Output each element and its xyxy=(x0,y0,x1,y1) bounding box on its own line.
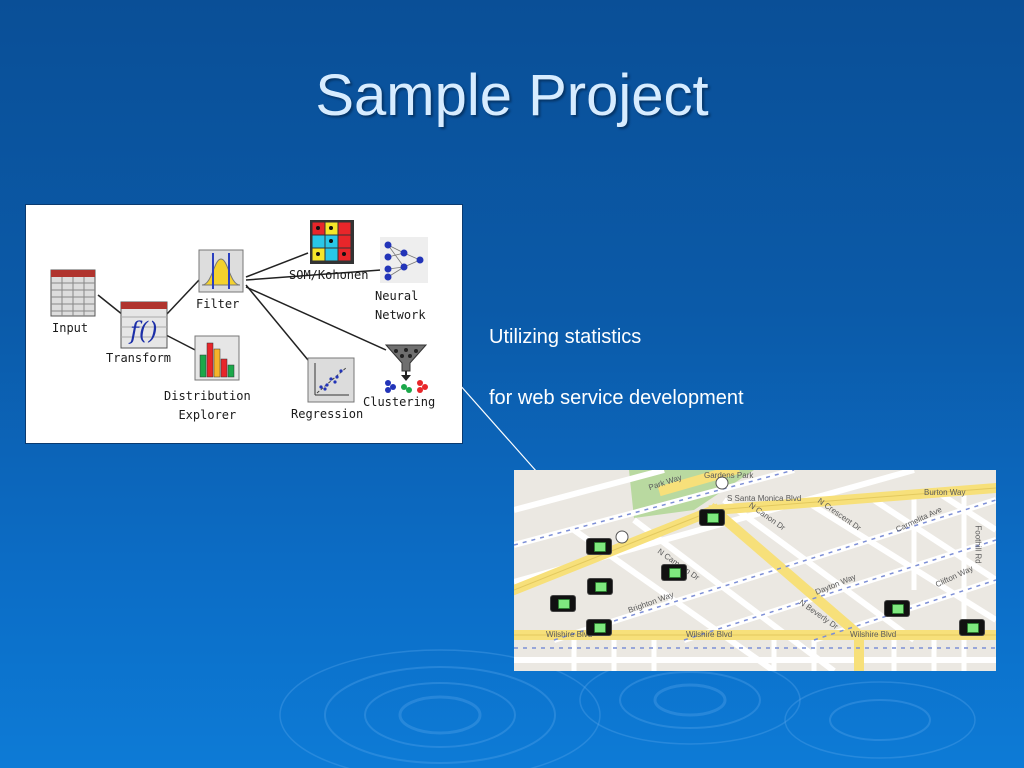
map-label-wilshire-mid: Wilshire Blvd xyxy=(686,630,733,639)
table-icon xyxy=(50,269,96,317)
node-neural-label-line1: Neural xyxy=(375,289,419,303)
map-marker[interactable] xyxy=(588,579,612,594)
workflow-connectors xyxy=(97,252,387,361)
scatter-plot-icon xyxy=(307,357,355,403)
map-marker[interactable] xyxy=(885,601,909,616)
map-marker[interactable] xyxy=(960,620,984,635)
node-transform-label: Transform xyxy=(106,351,172,365)
map-label-gardens-park: Gardens Park xyxy=(704,471,754,480)
bell-curve-icon xyxy=(198,249,244,293)
neural-network-icon xyxy=(380,237,428,283)
node-som-label: SOM/Kohonen xyxy=(289,268,369,282)
slide-title: Sample Project xyxy=(315,63,709,128)
map-marker[interactable] xyxy=(587,620,611,635)
node-filter-label: Filter xyxy=(196,297,240,311)
workflow-diagram: Input f() Transform Filter SOM/Kohonen xyxy=(25,204,463,444)
callout-line xyxy=(458,383,538,473)
node-regression-label: Regression xyxy=(291,407,364,421)
map-marker[interactable] xyxy=(662,565,686,580)
svg-text:f(): f() xyxy=(128,317,158,345)
bar-chart-icon xyxy=(194,335,240,381)
map-label-santa-monica-top: S Santa Monica Blvd xyxy=(727,494,802,503)
map-label-wilshire-left: Wilshire Blvd xyxy=(546,630,593,639)
map-marker[interactable] xyxy=(587,539,611,554)
funnel-icon xyxy=(384,344,428,393)
node-distribution-label: Distribution Explorer xyxy=(164,387,251,425)
map-label-wilshire-right: Wilshire Blvd xyxy=(850,630,897,639)
street-map: Gardens Park S Santa Monica Blvd Burton … xyxy=(514,470,996,671)
grid-map-icon xyxy=(310,220,354,264)
subtitle-line-2: for web service development xyxy=(489,387,744,409)
map-marker[interactable] xyxy=(551,596,575,611)
map-streets xyxy=(514,470,996,671)
subtitle-line-1: Utilizing statistics xyxy=(489,326,642,348)
map-marker[interactable] xyxy=(700,510,724,525)
node-neural-label: Neural Network xyxy=(375,287,426,325)
map-label-foothill: Foothill Rd xyxy=(973,525,983,564)
node-neural-label-line2: Network xyxy=(375,308,426,322)
map-label-burton-way: Burton Way xyxy=(924,488,966,497)
function-icon: f() xyxy=(120,301,168,349)
node-clustering-label: Clustering xyxy=(363,395,436,409)
node-distribution-label-line1: Distribution xyxy=(164,389,251,403)
node-input-label: Input xyxy=(52,321,89,335)
node-distribution-label-line2: Explorer xyxy=(178,408,237,422)
